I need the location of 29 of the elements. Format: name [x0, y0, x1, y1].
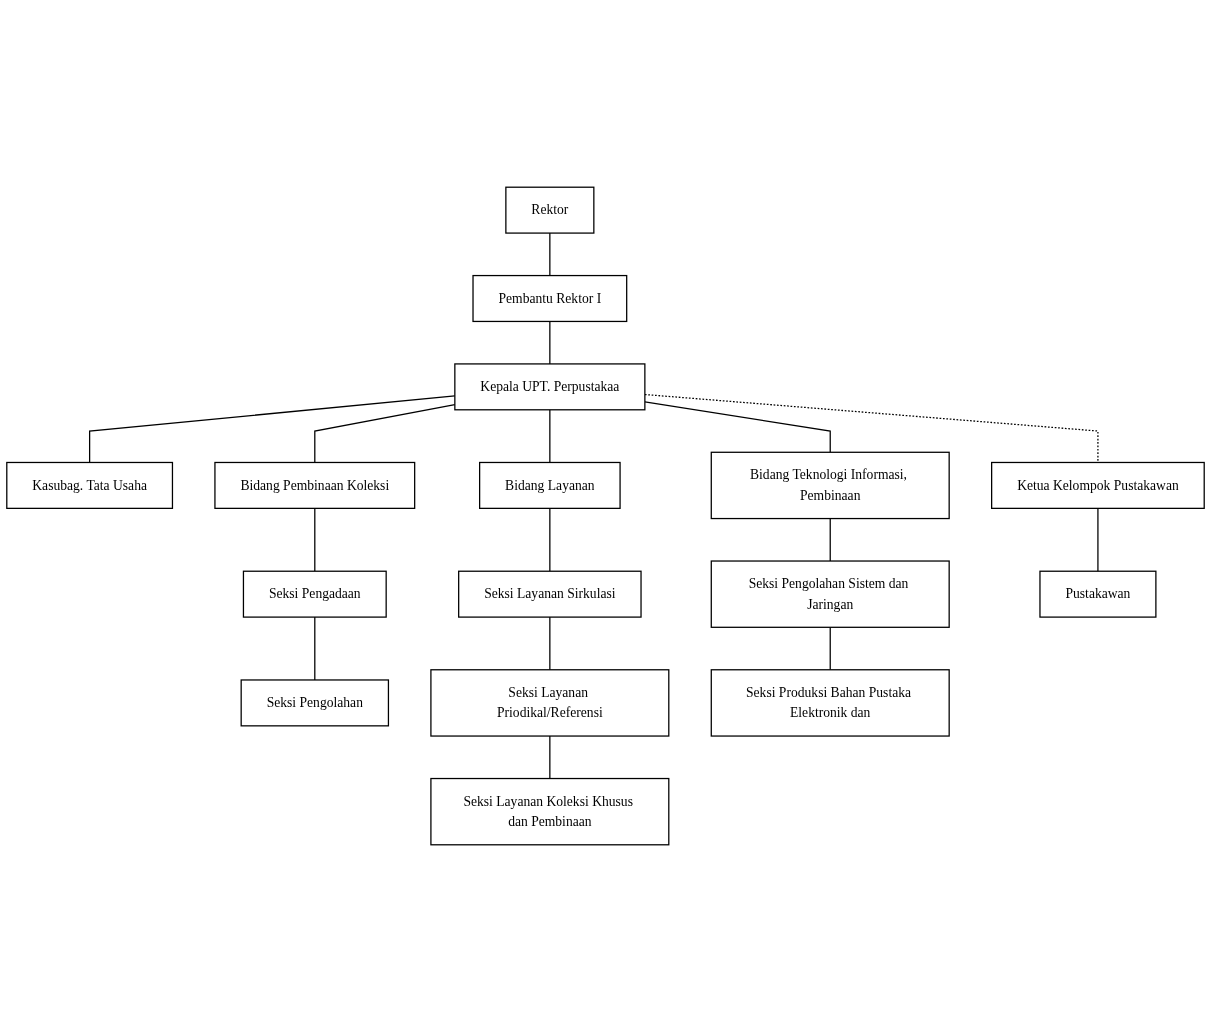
node-box: Rektor [505, 186, 595, 234]
node-box: Pembantu Rektor I [472, 274, 628, 323]
connector [644, 393, 1099, 464]
node-box: Pustakawan [1039, 570, 1157, 618]
connector [644, 401, 831, 453]
node-box: Seksi Layanan Sirkulasi [458, 570, 642, 618]
connector [549, 616, 551, 671]
node-box: Bidang Layanan [479, 461, 621, 509]
node-box: Seksi Produksi Bahan Pustaka Elektronik dan [710, 669, 950, 737]
node-box: Bidang Teknologi Informasi, Pembinaan [710, 451, 950, 520]
node-box: Seksi Layanan Priodikal/Referensi [430, 669, 670, 737]
connector [549, 507, 551, 572]
node-box: Ketua Kelompok Pustakawan [991, 461, 1205, 509]
connector [1097, 507, 1099, 572]
connector [549, 232, 551, 277]
node-box: Seksi Layanan Koleksi Khusus dan Pembinaan [430, 777, 670, 846]
node-box: Bidang Pembinaan Koleksi [214, 461, 416, 509]
connector [549, 320, 551, 365]
connector [314, 616, 316, 681]
node-box: Seksi Pengolahan Sistem dan Jaringan [710, 560, 950, 628]
node-box: Kepala UPT. Perpustakaa [454, 363, 646, 411]
node-box: Seksi Pengolahan [240, 679, 390, 727]
connector [829, 626, 831, 671]
connector [549, 409, 551, 464]
node-box: Kasubag. Tata Usaha [6, 461, 174, 509]
connector [314, 507, 316, 572]
connector [829, 517, 831, 562]
node-box: Seksi Pengadaan [242, 570, 387, 618]
connector [549, 735, 551, 780]
